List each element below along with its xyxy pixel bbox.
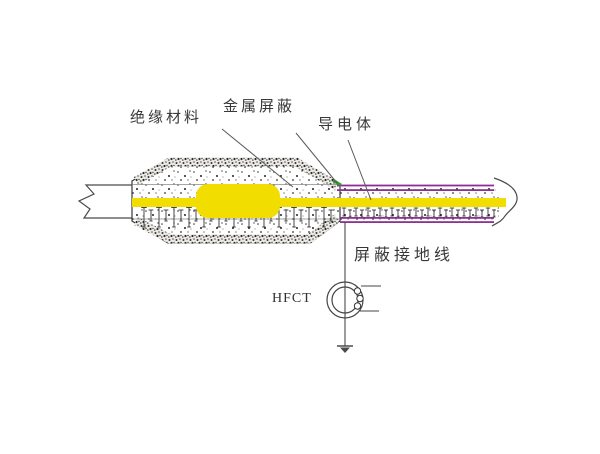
left-cable <box>77 184 132 219</box>
joint-outer-sheath-top <box>133 157 340 190</box>
shield-ground-wire-label: 屏蔽接地线 <box>354 247 455 264</box>
shield-bottom-outer <box>340 221 494 223</box>
hfct-label: HFCT <box>272 291 312 306</box>
metal-shield-layers <box>337 184 494 223</box>
winding-loop <box>356 294 364 303</box>
shield-top-outer <box>337 184 494 187</box>
leader-lines <box>221 128 372 201</box>
connector-ferrule <box>196 184 280 218</box>
winding-loop <box>353 287 362 295</box>
cable-grading-ticks <box>341 207 499 218</box>
hfct-terminal-leads <box>360 285 381 312</box>
ground-symbol <box>337 345 353 353</box>
shield-top-inner <box>337 189 494 191</box>
shield-bottom-inner <box>340 217 494 219</box>
hfct-winding <box>353 287 364 310</box>
insulation-leader <box>221 128 294 188</box>
winding-loop <box>353 302 362 310</box>
insulation-label: 绝缘材料 <box>130 109 203 126</box>
conductor-label: 导电体 <box>318 116 376 133</box>
cable-break-edge <box>491 177 518 227</box>
metal-shield-label: 金属屏蔽 <box>223 98 296 115</box>
conductor-band <box>132 198 506 207</box>
conductor-leader <box>347 139 372 201</box>
metal-shield-leader <box>295 132 338 184</box>
